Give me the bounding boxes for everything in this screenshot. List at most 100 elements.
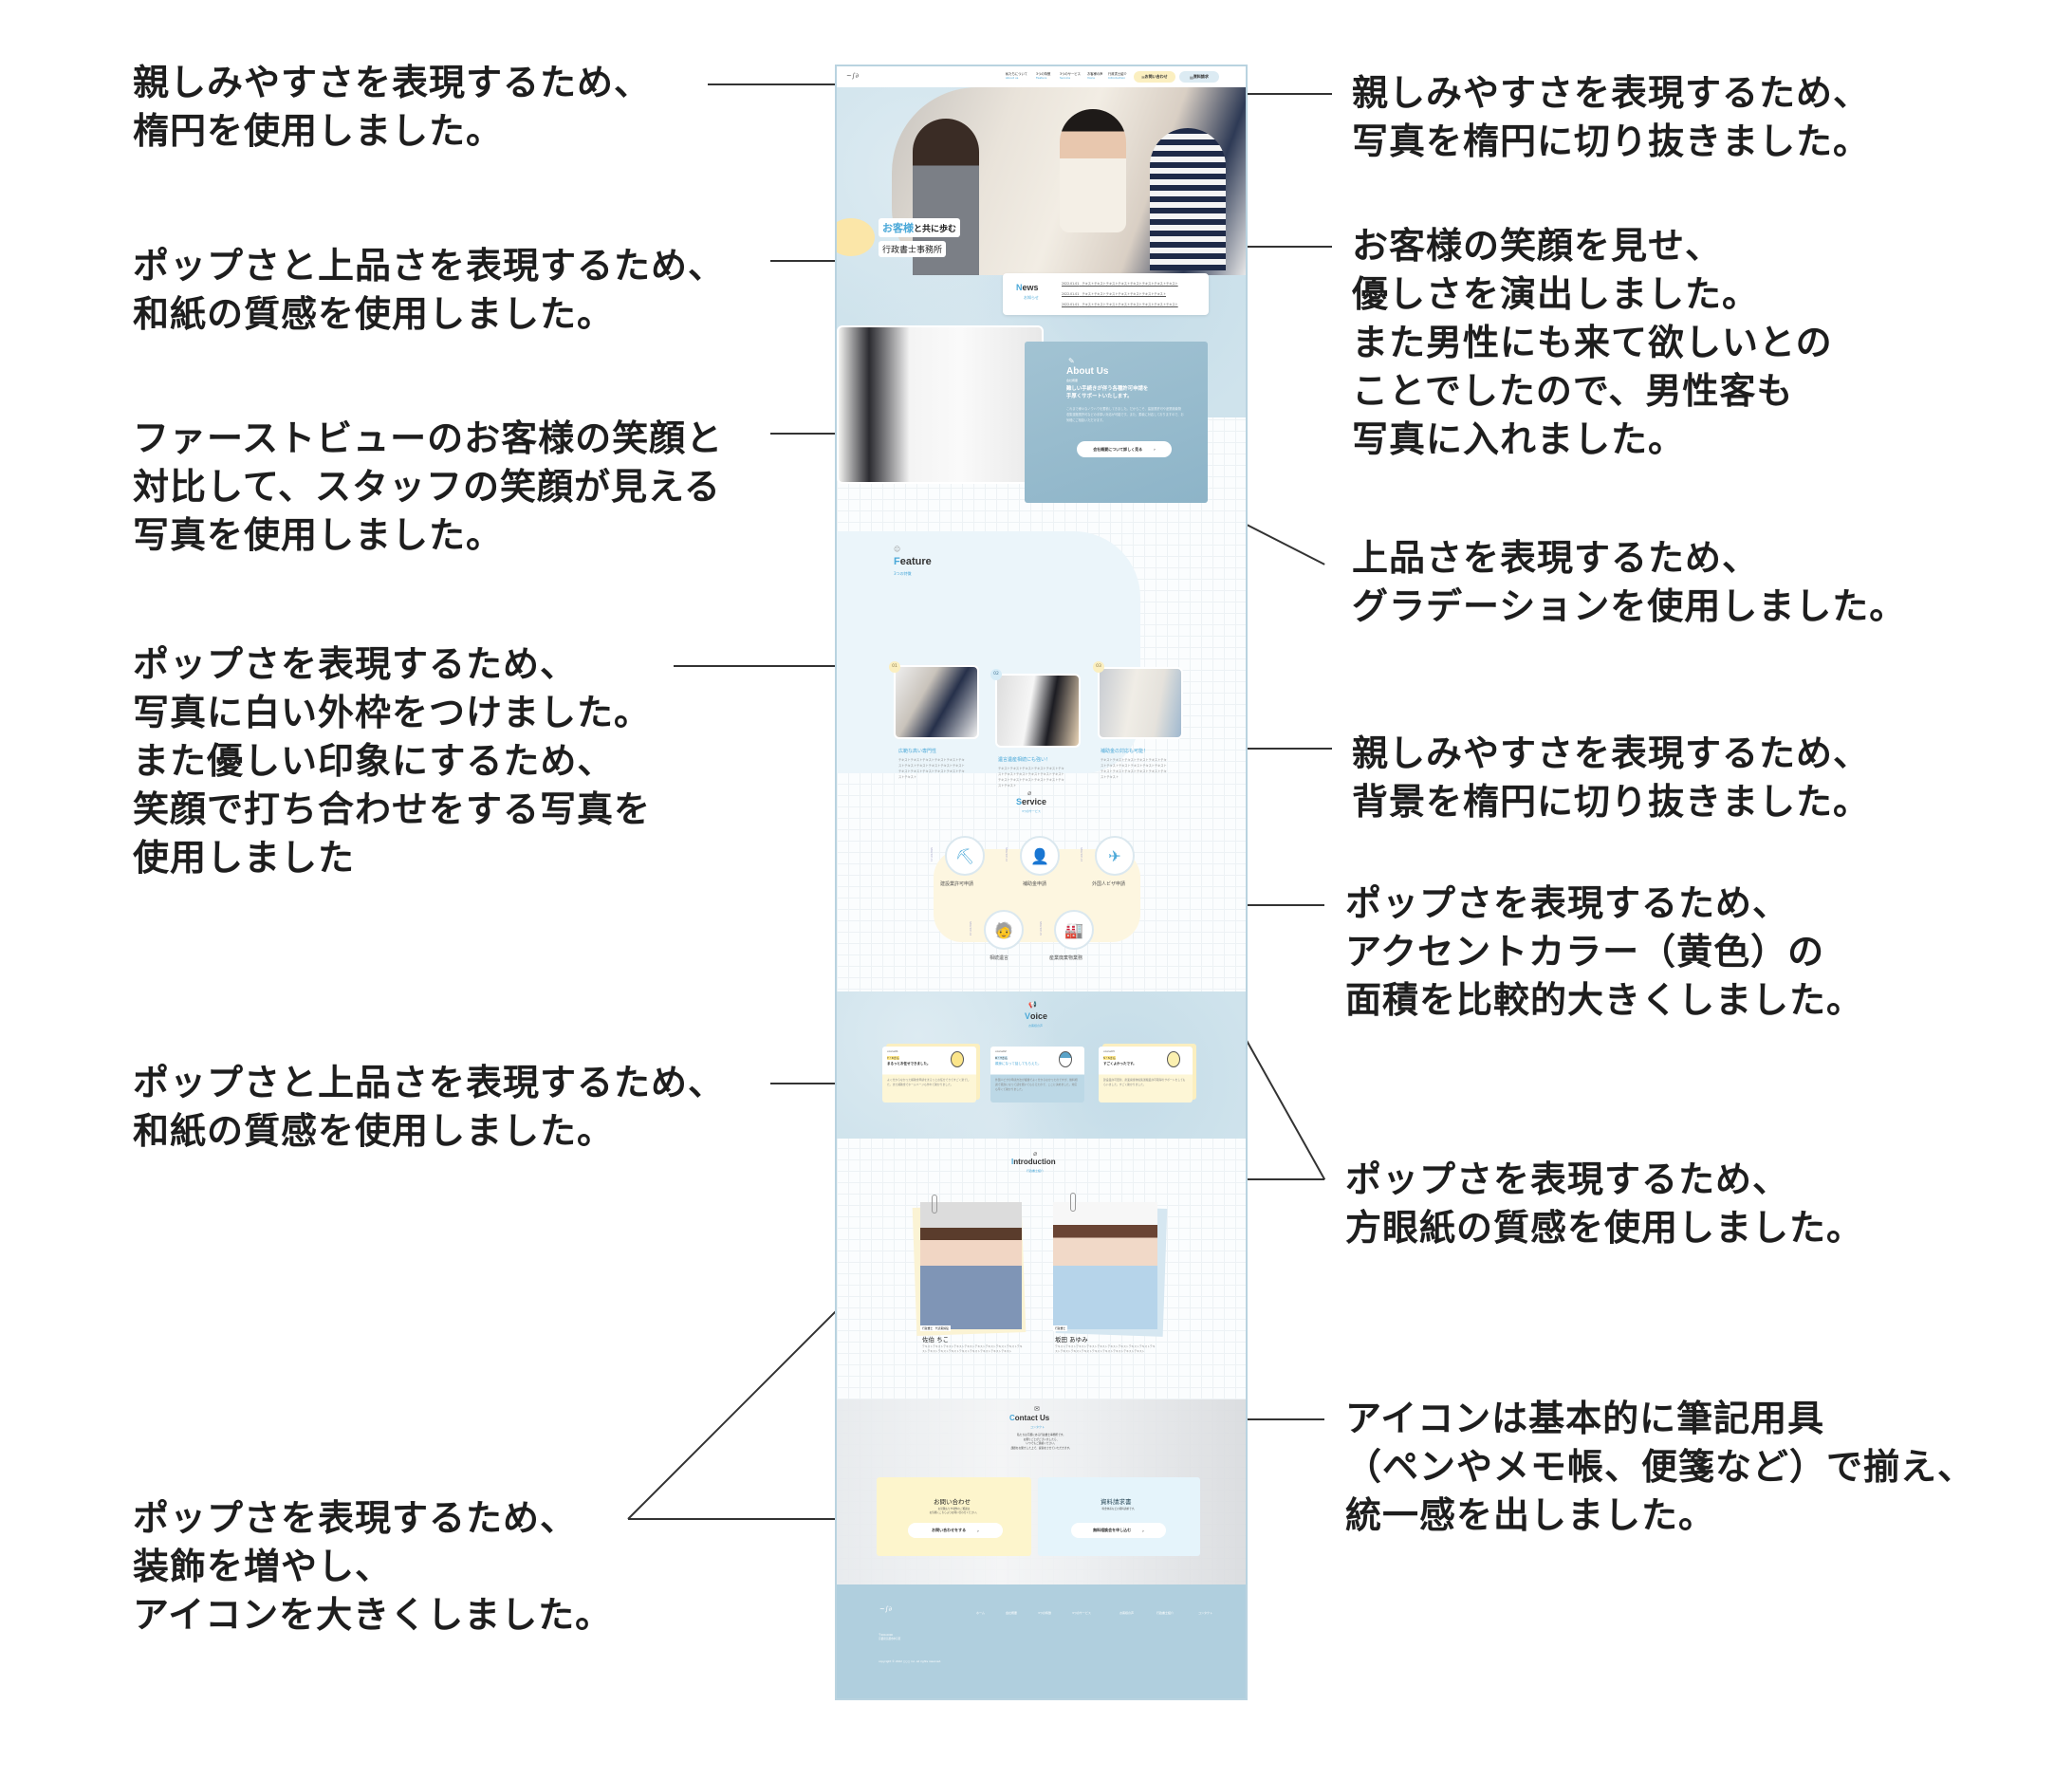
staff-card-2: 行政書士 坂田 あゆみ テキストテキストテキストテキストテキストテキストテキスト… bbox=[1053, 1193, 1168, 1353]
introduction-title: Introduction bbox=[1011, 1158, 1056, 1166]
about-more-label: 会社概要について詳しく見る bbox=[1093, 446, 1143, 452]
voice-head: まるっとお任せできました。 bbox=[887, 1062, 931, 1066]
feature-photo bbox=[995, 674, 1081, 748]
paperclip-icon: ⌀ bbox=[1033, 1150, 1038, 1158]
inquiry-button[interactable]: お問い合わせをする › bbox=[908, 1523, 1003, 1538]
elderly-icon: 🧓 bbox=[984, 910, 1024, 950]
footer-link[interactable]: お客様の声 bbox=[1119, 1611, 1135, 1615]
about-body: これまで様々なノウハウを蓄積してきました。だからこそ、建設業許可や産業廃棄物収集… bbox=[1066, 407, 1184, 422]
contact-card-title: お問い合わせ bbox=[934, 1498, 971, 1506]
annotation-washi-top: ポップさと上品さを表現するため、 和紙の質感を使用しました。 bbox=[133, 245, 726, 335]
service-item[interactable]: 🧓 相続遺言 SERVICE.04 bbox=[969, 910, 1041, 963]
voice-no: voice02 bbox=[995, 1049, 1007, 1053]
voice-card-3: voice03 S・Sさん すごくよかったです。 建設業許可更新、産業廃棄物収集… bbox=[1099, 1047, 1193, 1103]
hero-person-center bbox=[1060, 109, 1126, 232]
inquiry-button-label: お問い合わせをする bbox=[932, 1528, 967, 1532]
contact-card-document: 資料請求書 料金体系などの資料請求です。 無料相談会を申し込む› bbox=[1038, 1477, 1200, 1556]
voice-card-1: voice01 Y・Kさん まるっとお任せできました。 よく分からなかった補助金… bbox=[882, 1047, 976, 1103]
voice-head: 親身になって話してもらえた。 bbox=[995, 1062, 1042, 1066]
contact-card-body: お見積もりや制作のご相談は お気軽にこちらよりお問い合わせください。 bbox=[929, 1508, 979, 1514]
chevron-right-icon: › bbox=[1142, 1528, 1144, 1533]
footer-link[interactable]: 会社概要 bbox=[1006, 1611, 1018, 1615]
voice-card-2: voice02 R・Tさん 親身になって話してもらえた。 外国人ビザの申請方法が… bbox=[990, 1047, 1084, 1103]
footer-link[interactable]: 行政書士紹介 bbox=[1156, 1611, 1175, 1615]
voice-no: voice01 bbox=[887, 1049, 898, 1053]
feature-item-body: テキストテキストテキストテキストテキストテキストテキストテキストテキストテキスト… bbox=[1101, 758, 1167, 779]
document-request-button[interactable]: ▤資料請求 bbox=[1179, 71, 1219, 83]
footer: ~∫∂ ホーム 会社概要 3つの特徴 3つのサービス お客様の声 行政書士紹介 … bbox=[837, 1584, 1246, 1698]
contact-button[interactable]: ✉お問い合わせ bbox=[1134, 71, 1175, 83]
feature-icon: ☺ bbox=[894, 546, 901, 553]
hero-yellow-blob bbox=[837, 218, 875, 256]
footer-copyright: copyright © 2022 ○○○ inc. all rights res… bbox=[879, 1659, 942, 1663]
feature-item-title: 補助金の対応も可能！ bbox=[1101, 749, 1149, 754]
service-item[interactable]: 👤 補助金申請 SERVICE.02 bbox=[1005, 836, 1077, 889]
footer-link[interactable]: コンタクト bbox=[1198, 1611, 1213, 1615]
factory-icon: 🏭 bbox=[1054, 910, 1094, 950]
footer-link[interactable]: 3つのサービス bbox=[1072, 1611, 1091, 1615]
feature-item-title: 広範な高い専門性 bbox=[898, 749, 937, 754]
nav-label: お客様の声 bbox=[1087, 72, 1103, 76]
feature-title: Feature bbox=[894, 556, 932, 567]
annotation-staff-smile: ファーストビューのお客様の笑顔と 対比して、スタッフの笑顔が見える 写真を使用し… bbox=[133, 417, 724, 556]
about-photo bbox=[837, 325, 1044, 484]
news-item[interactable]: 2022.01.01 テキストテキストテキストテキストテキストテキストテキストテ… bbox=[1062, 282, 1178, 286]
voice-name: R・Tさん bbox=[995, 1056, 1008, 1060]
about-lead: 難しい手続きが伴う各種許可申請を 手厚くサポートいたします。 bbox=[1066, 386, 1149, 399]
avatar bbox=[951, 1051, 964, 1067]
hero-accent: お客様 bbox=[882, 222, 914, 234]
leader-line bbox=[1195, 1178, 1324, 1180]
contact-body: 私たちは京都にある行政書士事務所です。 お困りごとがございましたら、 いつでもご… bbox=[1010, 1433, 1072, 1450]
leader-line bbox=[674, 665, 907, 667]
news-item[interactable]: 2022.01.01 テキストテキストテキストテキストテキストテキストテキストテ… bbox=[1062, 303, 1178, 306]
staff-role: 行政書士 bbox=[1053, 1325, 1068, 1331]
logo: ~∫∂ bbox=[846, 72, 860, 80]
service-item[interactable]: ✈ 外国人ビザ申請 SERVICE.03 bbox=[1080, 836, 1152, 889]
mail-icon: ✉ bbox=[1141, 74, 1145, 80]
voice-no: voice03 bbox=[1103, 1049, 1115, 1053]
feature-photo bbox=[894, 665, 979, 739]
feature-number: 01 bbox=[889, 661, 900, 673]
service-label: 補助金申請 bbox=[1023, 881, 1047, 887]
news-title: News bbox=[1016, 283, 1039, 292]
nav-sub: Service bbox=[1060, 76, 1071, 80]
leader-line bbox=[708, 83, 930, 85]
contact-button-label: お問い合わせ bbox=[1144, 74, 1168, 79]
voice-name: S・Sさん bbox=[1103, 1056, 1116, 1060]
service-label: 相続遺言 bbox=[990, 955, 1009, 961]
nav-sub: Introduction bbox=[1108, 76, 1126, 80]
staff-name: 坂田 あゆみ bbox=[1055, 1336, 1088, 1344]
footer-link[interactable]: 3つの特徴 bbox=[1038, 1611, 1051, 1615]
leader-line bbox=[770, 1083, 850, 1084]
chevron-right-icon: › bbox=[977, 1528, 979, 1533]
leader-line bbox=[1242, 246, 1332, 248]
news-sub: お知らせ bbox=[1024, 295, 1039, 300]
service-label: 産業廃棄物業務 bbox=[1049, 955, 1083, 961]
leader-line bbox=[628, 1518, 870, 1520]
about-more-button[interactable]: 会社概要について詳しく見る› bbox=[1077, 441, 1172, 457]
avatar bbox=[1059, 1051, 1072, 1067]
voice-title: Voice bbox=[1025, 1011, 1048, 1021]
news-item[interactable]: 2022.01.01 テキストテキストテキストテキストテキストテキストテキスト bbox=[1062, 292, 1167, 296]
contact-card-body: 料金体系などの資料請求です。 bbox=[1101, 1508, 1137, 1510]
document-request-card-button[interactable]: 無料相談会を申し込む› bbox=[1071, 1523, 1166, 1538]
staff-role: 行政書士 代表取締役 bbox=[920, 1325, 951, 1331]
staff-photo bbox=[920, 1202, 1022, 1329]
staff-body: テキストテキストテキストテキストテキストテキストテキストテキストテキストテキスト… bbox=[922, 1344, 1023, 1353]
paperclip-icon: ⌀ bbox=[1027, 789, 1032, 797]
service-item[interactable]: 🏭 産業廃棄物業務 SERVICE.05 bbox=[1039, 910, 1111, 963]
staff-name: 佐伯 ちこ bbox=[922, 1336, 950, 1344]
feature-ellipse-bg bbox=[837, 531, 1140, 773]
footer-link[interactable]: ホーム bbox=[976, 1611, 985, 1615]
service-item[interactable]: ⛏ 建設業許可申請 SERVICE.01 bbox=[930, 836, 1002, 889]
annotation-icons: アイコンは基本的に筆記用具 （ペンやメモ帳、便箋など）で揃え、 統一感を出しまし… bbox=[1345, 1398, 1975, 1536]
service-title: Service bbox=[1016, 797, 1047, 806]
megaphone-icon: 📢 bbox=[1028, 1001, 1037, 1009]
avatar bbox=[1167, 1051, 1180, 1067]
contact-card-inquiry: お問い合わせ お見積もりや制作のご相談は お気軽にこちらよりお問い合わせください… bbox=[877, 1477, 1031, 1556]
